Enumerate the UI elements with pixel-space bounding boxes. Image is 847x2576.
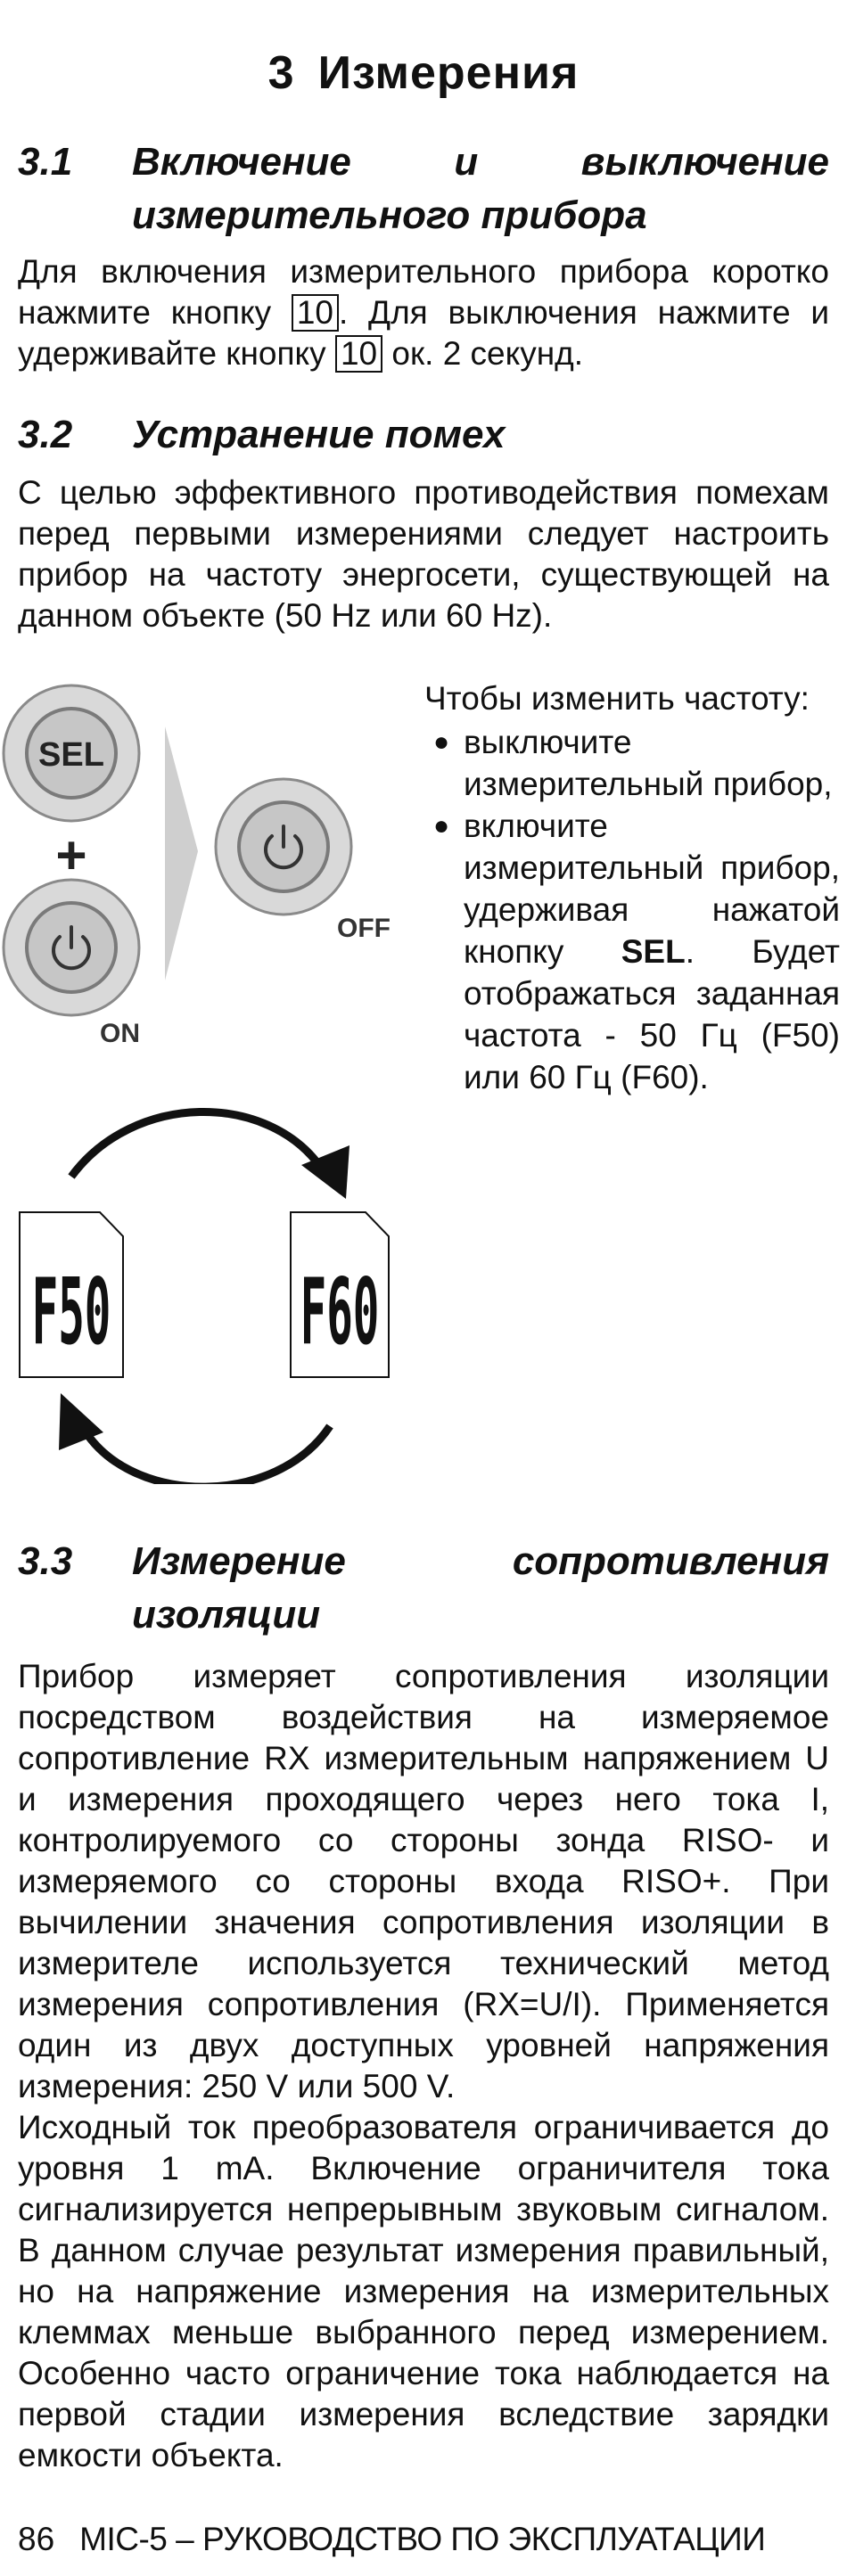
interference-paragraph: С целью эффективного противодействия пом… bbox=[18, 472, 829, 636]
sel-label: SEL bbox=[38, 736, 104, 774]
page-number: 86 bbox=[18, 2521, 55, 2557]
chapter-title-text: Измерения bbox=[317, 47, 580, 99]
section-title-word-2: сопротивления bbox=[512, 1539, 829, 1583]
bullet-icon: ● bbox=[433, 811, 450, 841]
lcd-display-left: F50 bbox=[19, 1211, 124, 1378]
frequency-illustration: SEL + ON OFF bbox=[2, 684, 391, 1484]
section-title-word-1: Измерение bbox=[132, 1539, 346, 1583]
section-title-line-2: измерительного прибора bbox=[132, 193, 647, 237]
insulation-paragraph-2: Исходный ток преобразователя ограничивае… bbox=[18, 2109, 829, 2473]
bullet-icon: ● bbox=[433, 727, 450, 757]
frequency-intro: Чтобы изменить частоту: bbox=[424, 680, 810, 717]
section-number: 3.2 bbox=[18, 413, 73, 456]
document-title: MIC-5 – РУКОВОДСТВО ПО ЭКСПЛУАТАЦИИ bbox=[79, 2521, 766, 2557]
instruction-text: включите измерительный прибор, удерживая… bbox=[464, 808, 840, 970]
power-paragraph: Для включения измерительного прибора кор… bbox=[18, 251, 829, 374]
lcd-right-text: F60 bbox=[300, 1258, 380, 1365]
power-text-2: . Для выключения нажмите и удерживайте к… bbox=[18, 294, 830, 372]
section-heading-3-1: 3.1 Включение и выключение измерительног… bbox=[18, 135, 829, 244]
power-button-on-icon bbox=[2, 878, 141, 1017]
frequency-instructions: Чтобы изменить частоту: ● выключите измер… bbox=[424, 677, 840, 1098]
back-arrow-head-icon bbox=[59, 1393, 103, 1450]
page-footer: 86 MIC-5 – РУКОВОДСТВО ПО ЭКСПЛУАТАЦИИ bbox=[18, 2519, 829, 2560]
forward-arrow-head-icon bbox=[301, 1145, 349, 1199]
power-text-1: Для включения измерительного прибора кор… bbox=[18, 253, 829, 331]
off-label: OFF bbox=[337, 914, 391, 943]
instruction-text: выключите измерительный прибор, bbox=[464, 724, 833, 802]
interference-text: С целью эффективного противодействия пом… bbox=[18, 474, 829, 634]
sel-button-icon: SEL bbox=[2, 684, 141, 823]
insulation-paragraph-1: Прибор измеряет сопротивления изоляции п… bbox=[18, 1658, 829, 2104]
sel-key-label: SEL bbox=[621, 933, 686, 970]
power-button-off-icon bbox=[214, 777, 353, 916]
section-title-line-2: изоляции bbox=[132, 1593, 321, 1637]
instruction-item: ● включите измерительный прибор, удержива… bbox=[424, 805, 840, 1098]
forward-arrow-curve bbox=[68, 1108, 325, 1179]
lcd-display-right: F60 bbox=[290, 1211, 390, 1378]
section-number: 3.3 bbox=[18, 1539, 73, 1583]
power-text-3: ок. 2 секунд. bbox=[382, 335, 584, 372]
lcd-left-text: F50 bbox=[32, 1258, 111, 1365]
section-title-line-1: Включение и выключение bbox=[132, 140, 829, 184]
button-ref-10-second: 10 bbox=[334, 335, 383, 373]
chapter-number: 3 bbox=[267, 47, 295, 99]
section-heading-3-2: 3.2 Устранение помех bbox=[18, 408, 829, 462]
insulation-paragraphs: Прибор измеряет сопротивления изоляции п… bbox=[18, 1656, 829, 2476]
transition-arrow-shape bbox=[165, 726, 198, 980]
section-number: 3.1 bbox=[18, 140, 73, 184]
instruction-item: ● выключите измерительный прибор, bbox=[424, 721, 840, 805]
on-label: ON bbox=[100, 1019, 140, 1048]
instruction-text-end: . Будет отображаться заданная частота - … bbox=[464, 933, 840, 1095]
frequency-setting-figure: SEL + ON OFF bbox=[0, 673, 419, 1484]
back-arrow-curve bbox=[81, 1423, 333, 1484]
section-heading-3-3: 3.3 Измерение сопротивления изоляции bbox=[18, 1535, 829, 1644]
instruction-list: ● выключите измерительный прибор, ● включи… bbox=[424, 721, 840, 1098]
chapter-title: 3 Измерения bbox=[0, 46, 847, 100]
button-ref-10: 10 bbox=[291, 294, 339, 332]
section-title-line-1: Измерение сопротивления bbox=[132, 1535, 829, 1588]
plus-sign: + bbox=[55, 825, 86, 885]
section-title: Устранение помех bbox=[132, 413, 506, 456]
